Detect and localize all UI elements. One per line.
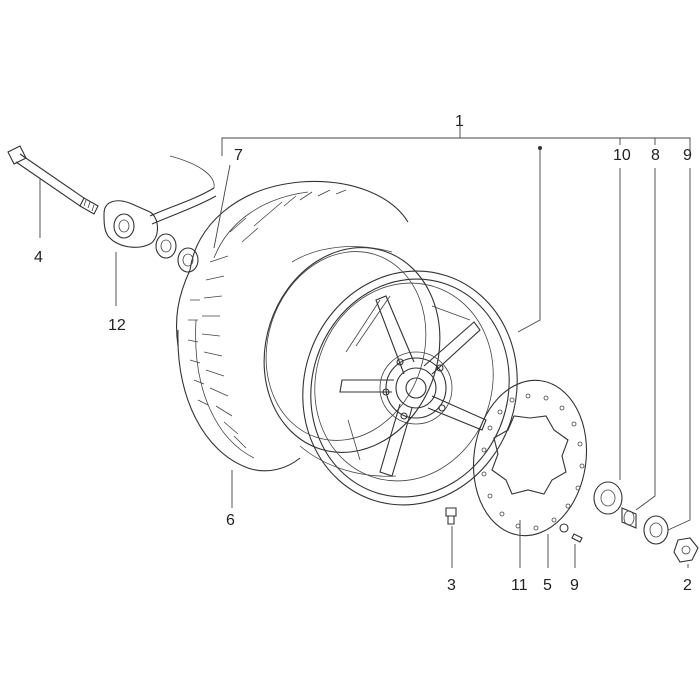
wheel-hub	[379, 351, 453, 425]
left-bearings	[155, 233, 199, 273]
tyre-valve	[445, 507, 457, 525]
axle-nut	[673, 537, 699, 563]
axle	[7, 145, 99, 215]
callout-5: 5	[543, 577, 552, 594]
callout-2: 2	[683, 577, 692, 594]
callout-3: 3	[447, 577, 456, 594]
callout-8: 8	[651, 147, 660, 164]
callouts: 1 7 10 8 9 4 12 6 3 11 5 9 2	[34, 113, 692, 594]
leader-lines	[39, 146, 691, 568]
brake-disc	[472, 379, 588, 537]
speedometer-drive	[103, 155, 217, 248]
callout-12: 12	[108, 317, 126, 334]
callout-6: 6	[226, 512, 235, 529]
disc-screws	[559, 523, 583, 543]
right-bearing	[593, 481, 623, 515]
tyre-tread	[187, 189, 347, 449]
washer	[643, 515, 669, 545]
disc-holes	[481, 393, 585, 531]
tyre	[175, 180, 409, 472]
callout-9-bottom: 9	[570, 577, 579, 594]
callout-11: 11	[511, 577, 528, 594]
spacer	[621, 507, 637, 529]
callout-1: 1	[455, 113, 464, 130]
callout-10: 10	[613, 147, 631, 164]
wheel-spokes	[339, 295, 487, 477]
callout-7: 7	[234, 147, 243, 164]
callout-4: 4	[34, 249, 43, 266]
leader-dot	[538, 146, 542, 150]
assembly-bracket	[221, 125, 691, 156]
callout-9-top: 9	[683, 147, 692, 164]
rim	[263, 246, 518, 506]
